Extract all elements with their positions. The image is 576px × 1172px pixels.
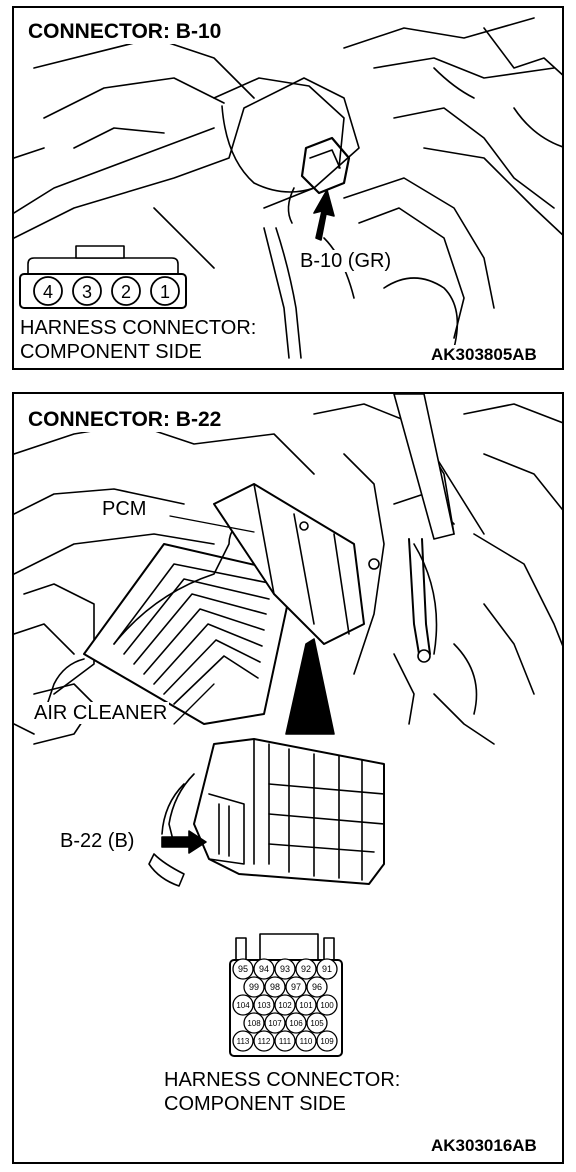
pin-label: 91 — [322, 964, 332, 974]
pin-circle — [243, 1012, 265, 1034]
pin-circle — [253, 958, 275, 980]
pin-circle — [253, 994, 275, 1016]
pin-circle — [33, 276, 63, 306]
pin-circle — [295, 994, 317, 1016]
pin-circle — [150, 276, 180, 306]
engine-bay-illustration-top — [14, 17, 562, 359]
pin-circle — [232, 994, 254, 1016]
pin-circle — [295, 958, 317, 980]
harness-caption-line1: HARNESS CONNECTOR: — [20, 317, 257, 339]
pin-label: 103 — [257, 1001, 271, 1010]
connector-label: B-10 (GR) — [298, 250, 394, 272]
harness-caption-line2: COMPONENT SIDE — [20, 341, 202, 363]
pin-label: 96 — [312, 982, 322, 992]
pin-label: 100 — [320, 1001, 334, 1010]
pin-circle — [285, 976, 307, 998]
pin-label: 110 — [300, 1037, 313, 1046]
pin-label: 2 — [121, 282, 131, 302]
pin-label: 101 — [299, 1001, 313, 1010]
pin-label: 108 — [247, 1019, 261, 1028]
pin-circle — [264, 976, 286, 998]
connector-b22-panel: CONNECTOR: B-22 PCM AIR CLEANER B-22 (B) — [12, 392, 564, 1164]
pin-label: 112 — [258, 1037, 271, 1046]
pin-label: 98 — [270, 982, 280, 992]
pin-circle — [316, 994, 338, 1016]
pin-circle — [72, 276, 102, 306]
pin-label: 106 — [289, 1019, 303, 1028]
pin-label: 93 — [280, 964, 290, 974]
connector-b10-pin-diagram: 4 3 2 1 — [33, 276, 180, 306]
pcm-label: PCM — [100, 498, 149, 520]
pin-circle — [295, 1030, 317, 1052]
pin-circle — [253, 1030, 275, 1052]
connector-title: CONNECTOR: B-10 — [24, 20, 226, 44]
pin-label: 99 — [249, 982, 259, 992]
pin-circle — [274, 994, 296, 1016]
pin-label: 92 — [301, 964, 311, 974]
connector-title: CONNECTOR: B-22 — [24, 408, 226, 432]
harness-caption-line2: COMPONENT SIDE — [164, 1093, 346, 1115]
pin-label: 1 — [160, 282, 170, 302]
harness-connector-caption: HARNESS CONNECTOR: COMPONENT SIDE — [164, 1068, 401, 1116]
pin-label: 102 — [278, 1001, 292, 1010]
connector-b22-pin-diagram: 95 94 93 92 91 99 98 97 96 104 103 102 1… — [232, 958, 338, 1052]
pin-circle — [243, 976, 265, 998]
pin-label: 113 — [237, 1037, 250, 1046]
pin-label: 4 — [43, 282, 53, 302]
pin-circle — [274, 1030, 296, 1052]
pin-label: 107 — [268, 1019, 282, 1028]
pin-label: 104 — [236, 1001, 250, 1010]
pin-circle — [232, 1030, 254, 1052]
pin-label: 111 — [279, 1037, 292, 1046]
pin-circle — [316, 1030, 338, 1052]
pin-circle — [274, 958, 296, 980]
pin-label: 97 — [291, 982, 301, 992]
engine-bay-illustration-bottom — [14, 394, 562, 1057]
figure-code: AK303805AB — [428, 345, 540, 365]
pin-label: 95 — [238, 964, 248, 974]
pin-circle — [306, 976, 328, 998]
pin-circle — [232, 958, 254, 980]
pin-circle — [264, 1012, 286, 1034]
connector-label: B-22 (B) — [58, 830, 137, 852]
air-cleaner-label: AIR CLEANER — [32, 702, 170, 724]
harness-connector-caption: HARNESS CONNECTOR: COMPONENT SIDE — [20, 316, 257, 364]
pin-circle — [285, 1012, 307, 1034]
pin-label: 3 — [82, 282, 92, 302]
harness-caption-line1: HARNESS CONNECTOR: — [164, 1069, 401, 1091]
connector-b10-panel: CONNECTOR: B-10 4 3 2 1 B-10 (GR) HARNES… — [12, 6, 564, 370]
pin-circle — [111, 276, 141, 306]
pin-label: 105 — [310, 1019, 324, 1028]
figure-code: AK303016AB — [428, 1136, 540, 1156]
pin-circle — [316, 958, 338, 980]
pin-label: 94 — [259, 964, 269, 974]
pin-label: 109 — [320, 1037, 334, 1046]
pin-circle — [306, 1012, 328, 1034]
